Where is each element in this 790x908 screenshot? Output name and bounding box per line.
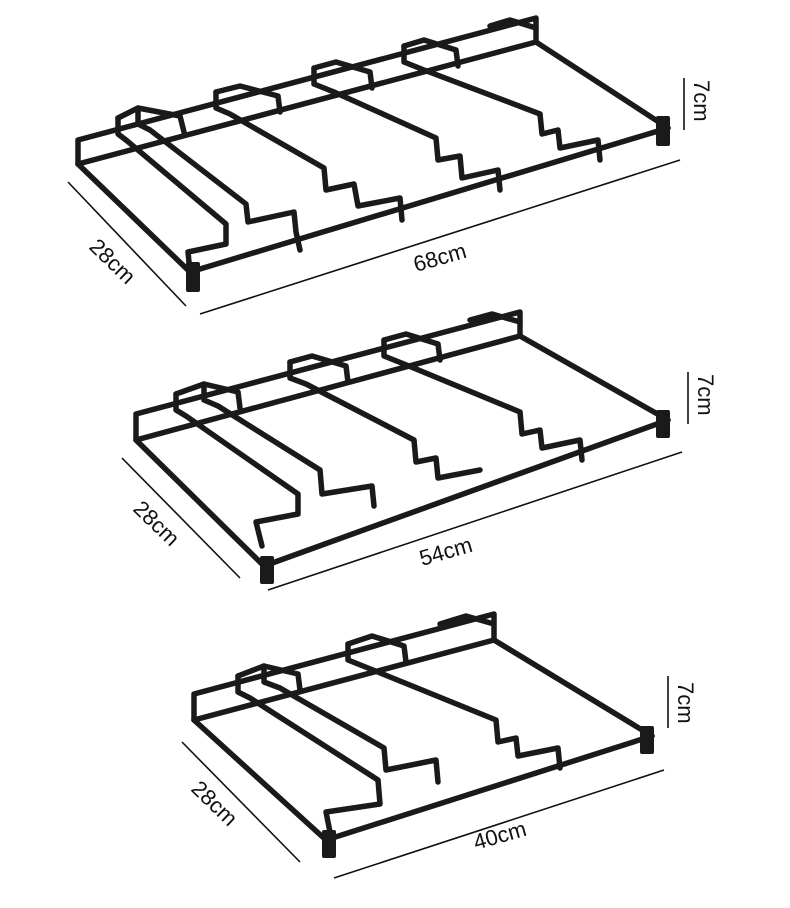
rack-small-loop-3 [437,613,497,627]
rack-small-loop-2 [345,633,409,665]
rack-small-length-line [333,769,665,879]
rack-large-bar-3 [213,89,405,223]
rack-small-depth-line [181,741,301,863]
rack-large-back-riser [75,15,539,167]
rack-medium-foot-front-right [656,410,670,438]
rack-medium-height-label: 7cm [693,374,718,416]
rack-medium-bar-4 [381,337,585,463]
rack-medium-left-rail [133,437,267,569]
rack-medium-loop-2 [287,353,351,385]
rack-medium-length-line [267,451,683,591]
rack-large-depth-label: 28cm [85,234,141,289]
rack-large-loop-3 [311,59,375,91]
rack-medium-loop-1 [173,381,243,411]
rack-large-front-rail [187,125,671,275]
rack-large-height-label: 7cm [689,80,714,122]
rack-large-loop-2 [213,83,283,115]
rack-small-length-label: 40cm [470,816,529,855]
rack-small-back-rail [191,637,497,723]
rack-large-loop-4 [401,37,461,69]
rack-small-bar-2 [261,663,441,785]
rack-medium: 28cm 54cm 7cm [121,309,718,591]
rack-large-left-rail [75,161,193,275]
rack-medium-depth-line [121,457,241,579]
rack-small-left-rail [191,717,329,843]
rack-small-loop-1 [235,663,303,693]
rack-large-length-line [199,159,681,315]
rack-small-front-rail [323,733,655,843]
rack-small-right-rail [491,637,655,739]
rack-medium-bar-2 [201,381,377,509]
rack-medium-depth-label: 28cm [129,496,185,551]
rack-large-right-rail [533,39,671,131]
rack-medium-front-rail [261,417,671,569]
rack-large-foot-front-left [186,262,200,292]
rack-small-bar-3 [345,641,563,771]
rack-small-foot-front-left [322,830,336,858]
rack-large-foot-front-right [656,116,670,146]
rack-small-bar-1 [235,673,383,835]
rack-small: 28cm 40cm 7cm [181,611,698,879]
rack-large-back-rail [75,39,539,167]
rack-small-foot-front-right [640,726,654,754]
rack-medium-right-rail [517,333,671,423]
rack-small-depth-label: 28cm [187,776,243,831]
rack-medium-loop-4 [467,311,523,325]
rack-medium-bar-3 [287,359,483,481]
rack-large-bar-1 [115,115,229,275]
rack-medium-bar-1 [173,391,301,549]
rack-large: 28cm 68cm 7cm [67,15,714,315]
rack-small-height-label: 7cm [673,682,698,724]
rack-large-loop-1 [115,105,187,135]
rack-small-back-riser [191,611,497,723]
rack-large-bar-4 [311,65,503,193]
rack-large-bar-5 [401,43,603,163]
rack-large-bar-2 [135,105,303,253]
rack-large-loop-5 [487,17,539,31]
rack-large-depth-line [67,181,187,307]
rack-medium-foot-front-left [260,556,274,584]
rack-medium-loop-3 [381,331,443,363]
